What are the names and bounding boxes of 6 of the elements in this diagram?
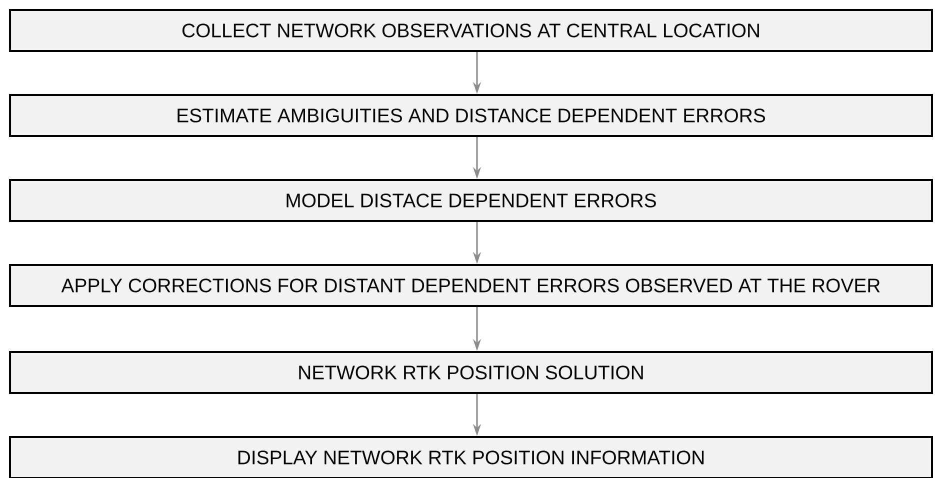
process-box: MODEL DISTACE DEPENDENT ERRORS	[9, 179, 933, 222]
process-box: ESTIMATE AMBIGUITIES AND DISTANCE DEPENDENT ERRORS	[9, 94, 933, 137]
process-box: COLLECT NETWORK OBSERVATIONS AT CENTRAL LOCATION	[9, 9, 933, 52]
process-box: NETWORK RTK POSITION SOLUTION	[9, 351, 933, 394]
process-box: DISPLAY NETWORK RTK POSITION INFORMATION	[9, 436, 933, 478]
process-box: APPLY CORRECTIONS FOR DISTANT DEPENDENT ERRORS OBSERVED AT THE ROVER	[9, 264, 933, 307]
